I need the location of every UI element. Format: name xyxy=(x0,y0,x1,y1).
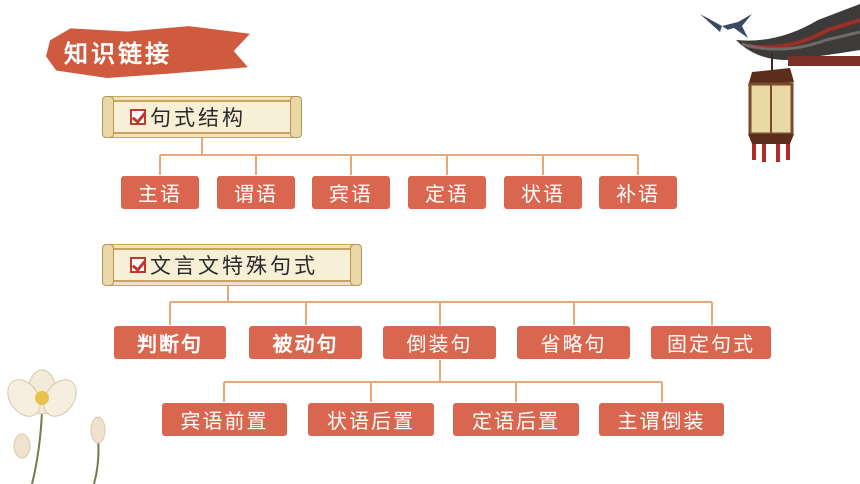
node-predicate: 谓语 xyxy=(217,176,295,209)
node-object-preposing: 宾语前置 xyxy=(162,403,287,436)
node-adverbial-postposing: 状语后置 xyxy=(308,403,434,436)
plaque-cap-left xyxy=(102,96,114,138)
node-fixed: 固定句式 xyxy=(651,326,771,359)
page-title: 知识链接 xyxy=(64,39,172,68)
title-brush xyxy=(46,26,250,78)
node-complement: 补语 xyxy=(599,176,677,209)
plaque-sentence-structure: 句式结构 xyxy=(102,96,302,138)
plaque-cap-right xyxy=(350,244,362,286)
node-object: 宾语 xyxy=(312,176,390,209)
node-inversion: 倒装句 xyxy=(383,326,496,359)
node-attributive: 定语 xyxy=(408,176,486,209)
plaque-label: 文言文特殊句式 xyxy=(150,254,318,278)
node-passive: 被动句 xyxy=(249,326,362,359)
eave-icon xyxy=(736,4,860,66)
plaque-label: 句式结构 xyxy=(150,106,246,130)
node-attributive-postposing: 定语后置 xyxy=(453,403,579,436)
lotus-icon xyxy=(7,369,106,484)
node-omission: 省略句 xyxy=(517,326,630,359)
plaque-special-sentences: 文言文特殊句式 xyxy=(102,244,362,286)
node-adverbial: 状语 xyxy=(504,176,582,209)
plaque-cap-left xyxy=(102,244,114,286)
plaque-cap-right xyxy=(290,96,302,138)
node-subject: 主语 xyxy=(121,176,199,209)
lantern-icon xyxy=(748,52,794,162)
node-judgment: 判断句 xyxy=(114,326,226,359)
swallow-icon xyxy=(700,14,752,38)
checkbox-icon xyxy=(130,109,146,125)
node-subject-predicate-inversion: 主谓倒装 xyxy=(599,403,724,436)
checkbox-icon xyxy=(130,257,146,273)
